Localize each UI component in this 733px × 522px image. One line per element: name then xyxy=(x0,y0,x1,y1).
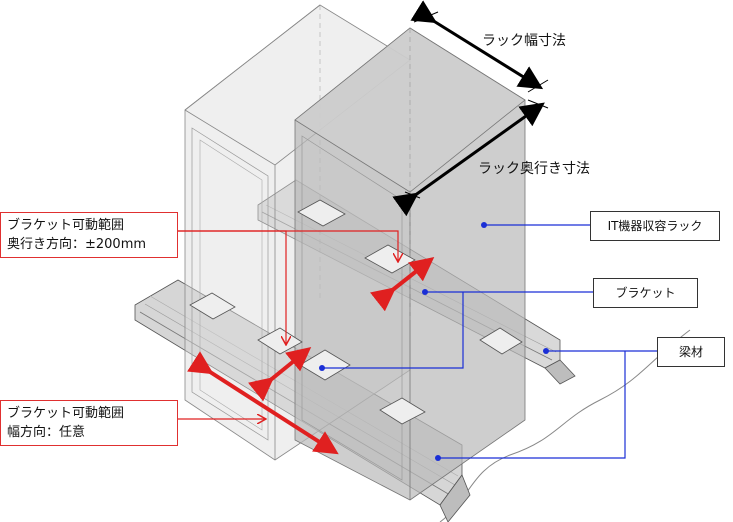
depth-move-arrow xyxy=(370,257,435,312)
it-rack-callout: IT機器収容ラック xyxy=(590,211,720,241)
rack-width-label: ラック幅寸法 xyxy=(482,33,566,49)
floor-cutout xyxy=(439,329,691,522)
rack-callout-leader xyxy=(481,222,590,228)
rack-depth-dimension xyxy=(392,99,549,217)
width-range-note-line2: 幅方向：任意 xyxy=(7,425,86,440)
depth-range-note-line1: ブラケット可動範囲 xyxy=(7,218,125,233)
depth-range-leader xyxy=(178,230,398,345)
depth-range-note: ブラケット可動範囲 奥行き方向：±200mm xyxy=(0,212,178,258)
rack-depth-label: ラック奥行き寸法 xyxy=(478,161,590,177)
bracket-callout-leader xyxy=(319,289,593,371)
width-move-arrow xyxy=(187,351,339,455)
bracket-callout: ブラケット xyxy=(593,278,698,308)
depth-range-note-line2: 奥行き方向：±200mm xyxy=(7,237,147,252)
it-equipment-rack xyxy=(294,27,526,501)
width-range-note: ブラケット可動範囲 幅方向：任意 xyxy=(0,400,178,446)
beam-callout: 梁材 xyxy=(657,337,725,367)
beam-callout-leader xyxy=(435,348,657,461)
width-range-note-line1: ブラケット可動範囲 xyxy=(7,406,125,421)
rack-width-dimension xyxy=(410,0,549,93)
